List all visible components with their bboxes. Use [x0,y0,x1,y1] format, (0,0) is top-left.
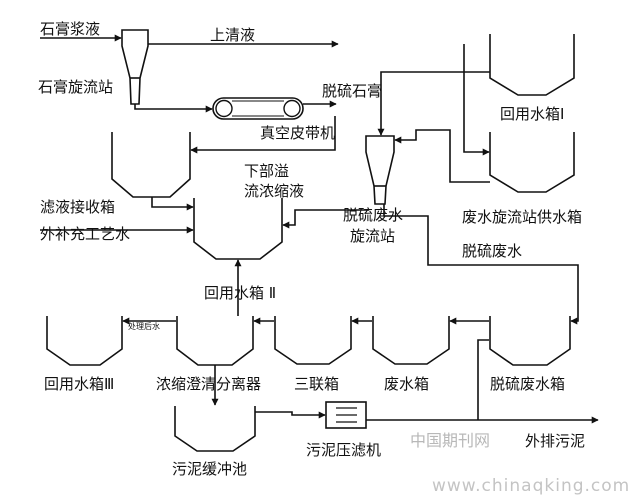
label-triple-tank: 三联箱 [294,375,339,393]
label-wastewater-tank: 废水箱 [384,375,429,393]
flow-belt-filtrate-to-tank [190,116,336,154]
flow-overflow-concentrate [282,209,369,229]
flow-wwtank-sludge-recycle [477,339,489,420]
flow-filtrate-to-return-tank2 [151,197,194,211]
label-sludge-filter-press: 污泥压滤机 [306,441,381,459]
label-desulfurization-wastewater: 脱硫废水 [462,242,522,260]
filtrate-tank-shape [111,132,191,198]
watermark-url: www.chinaqking.com [432,476,630,496]
flow-return-tank1-return [377,71,490,136]
clarifier-shape [176,316,254,366]
label-clarifier: 浓缩澄清分离器 [156,375,261,393]
label-makeup-water: 外补充工艺水 [40,225,130,243]
label-treated-water: 处理后水 [128,321,160,331]
label-return-tank-3: 回用水箱Ⅲ [44,375,114,393]
wastewater-tank-shape [372,316,450,365]
return-tank-1-shape [489,34,575,96]
label-gypsum-slurry: 石膏浆液 [40,20,100,38]
return-tank-2-shape [193,198,283,260]
flow-supernatant-to-feed-tank [463,44,490,156]
label-return-tank-1: 回用水箱Ⅰ [500,105,564,123]
sludge-filter-press [325,401,367,429]
label-ww-tank: 脱硫废水箱 [490,375,565,393]
flow-desulfurization-wastewater [383,204,579,325]
label-return-tank-2: 回用水箱 Ⅱ [204,284,276,302]
label-vacuum-belt-filter: 真空皮带机 [260,124,335,142]
return-tank-3-shape [46,316,123,366]
label-ww-cyclone-feed-tank: 废水旋流站供水箱 [462,208,582,226]
ww-tank-shape [489,316,571,366]
label-desulfurization-gypsum: 脱硫石膏 [322,82,382,100]
label-lower-overflow-2: 流浓缩液 [244,182,304,200]
vacuum-belt-filter [212,97,304,120]
label-gypsum-cyclone-station: 石膏旋流站 [38,78,113,96]
label-sludge-buffer-tank: 污泥缓冲池 [172,460,247,478]
triple-tank-shape [274,316,352,365]
flow-feed-tank-to-cyclone [394,129,490,183]
flow-cyclone-underflow-to-belt [134,104,213,113]
sludge-buffer-tank-shape [174,406,256,452]
ww-cyclone-feed-tank-shape [489,132,575,193]
label-supernatant: 上清液 [210,26,255,44]
label-ww-cyclone-1: 脱硫废水 [343,206,403,224]
flow-sludge-buffer-to-filter-press [255,411,326,419]
label-ww-cyclone-2: 旋流站 [350,227,395,245]
label-sludge-discharge: 外排污泥 [525,432,585,450]
ww-hydrocyclone [365,135,395,205]
watermark-site-name: 中国期刊网 [410,431,490,450]
label-lower-overflow-1: 下部溢 [244,162,289,180]
gypsum-hydrocyclone [121,29,149,105]
label-filtrate-tank: 滤液接收箱 [40,198,115,216]
